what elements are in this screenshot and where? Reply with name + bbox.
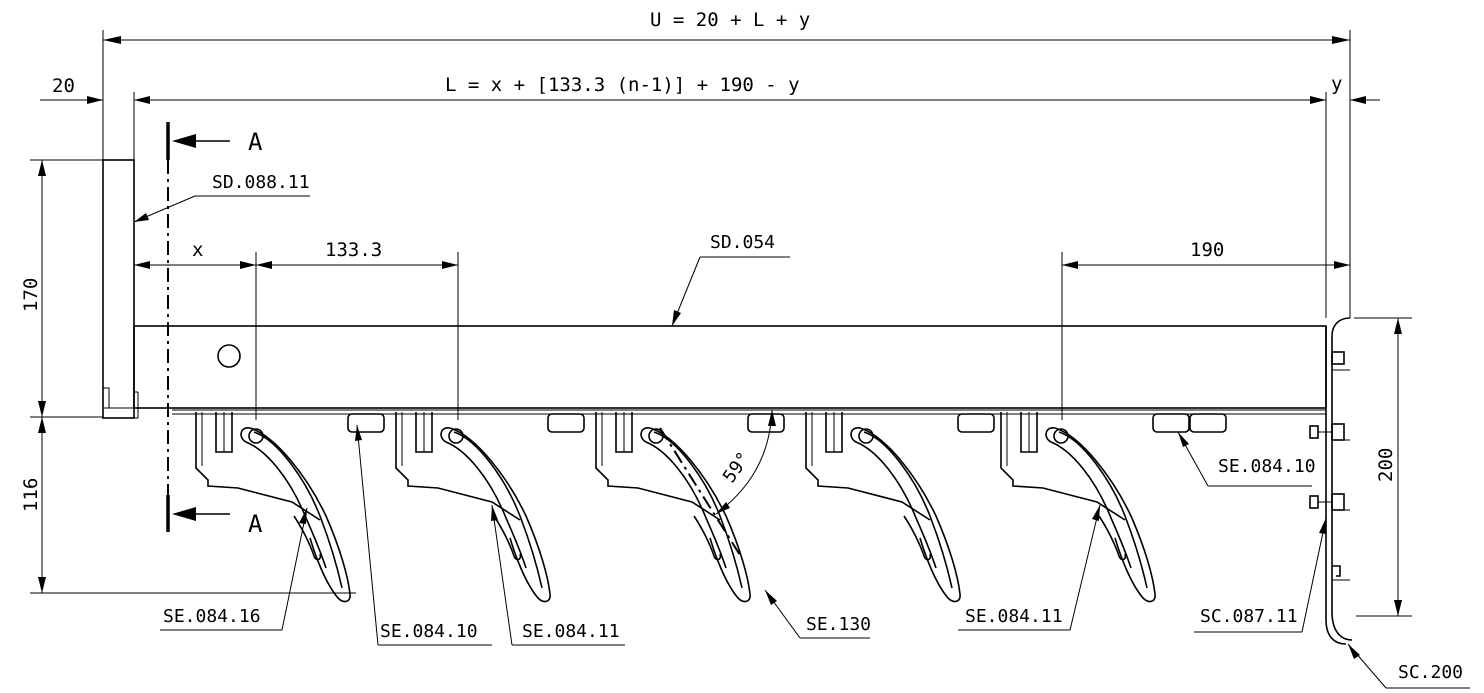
dimension-200: 200 bbox=[1354, 317, 1412, 617]
leader-sc-087-11: SC.087.11 bbox=[1194, 517, 1327, 633]
dimension-y: y bbox=[1325, 73, 1380, 318]
dim-pitch-label: 133.3 bbox=[325, 239, 382, 261]
side-channel bbox=[1309, 317, 1353, 645]
dim-190-label: 190 bbox=[1190, 239, 1224, 261]
hook-2 bbox=[379, 409, 589, 603]
leader-se-084-10-bottom: SE.084.10 bbox=[355, 424, 492, 646]
dimension-190: 190 bbox=[1061, 239, 1350, 420]
leader-sc-200: SC.200 bbox=[1347, 643, 1470, 689]
hook-4 bbox=[789, 409, 999, 603]
dimension-pitch: 133.3 bbox=[255, 239, 459, 420]
hook-5 bbox=[984, 409, 1194, 603]
leader-se-084-11-left: SE.084.11 bbox=[491, 504, 625, 646]
label-sd-054: SD.054 bbox=[710, 232, 775, 253]
bottom-rail bbox=[172, 409, 1326, 415]
extra-pad bbox=[1189, 413, 1227, 433]
dim-20-label: 20 bbox=[52, 75, 75, 97]
hook-3 bbox=[579, 409, 789, 603]
leader-se-084-16: SE.084.16 bbox=[160, 507, 308, 631]
dimension-116: 116 bbox=[20, 417, 356, 594]
overall-formula: U = 20 + L + y bbox=[650, 9, 810, 31]
end-plate bbox=[102, 159, 139, 419]
dimension-x: x bbox=[134, 239, 256, 269]
leader-se-084-11-right: SE.084.11 bbox=[958, 504, 1101, 631]
overall-dimension: U = 20 + L + y bbox=[102, 9, 1351, 318]
length-dimension: L = x + [133.3 (n-1)] + 190 - y bbox=[133, 74, 1326, 410]
label-se-084-11-right: SE.084.11 bbox=[965, 606, 1063, 627]
label-sc-087-11: SC.087.11 bbox=[1200, 606, 1298, 627]
section-label-top: A bbox=[248, 128, 263, 156]
dim-116-label: 116 bbox=[20, 478, 42, 512]
dim-200-label: 200 bbox=[1375, 448, 1397, 482]
dim-170-label: 170 bbox=[20, 278, 42, 312]
label-sc-200: SC.200 bbox=[1398, 662, 1463, 683]
label-se-130: SE.130 bbox=[806, 614, 871, 635]
label-se-084-16: SE.084.16 bbox=[163, 606, 261, 627]
beam-sd-054 bbox=[133, 325, 1327, 409]
leader-se-130: SE.130 bbox=[764, 589, 871, 639]
leader-sd-054: SD.054 bbox=[671, 232, 790, 327]
section-mark-top: A bbox=[166, 122, 263, 160]
angle-label: 59° bbox=[719, 448, 755, 487]
section-label-bottom: A bbox=[248, 510, 263, 538]
leader-se-084-10-right: SE.084.10 bbox=[1177, 431, 1316, 487]
label-sd-088-11: SD.088.11 bbox=[212, 172, 310, 193]
label-se-084-10-right: SE.084.10 bbox=[1218, 456, 1316, 477]
leader-sd-088-11: SD.088.11 bbox=[133, 172, 310, 223]
label-se-084-10-bottom: SE.084.10 bbox=[380, 621, 478, 642]
label-se-084-11-left: SE.084.11 bbox=[522, 621, 620, 642]
dim-x-label: x bbox=[192, 239, 203, 261]
dimension-170: 170 bbox=[20, 159, 103, 418]
section-mark-bottom: A bbox=[166, 495, 263, 538]
dim-y-label: y bbox=[1331, 73, 1342, 95]
length-formula: L = x + [133.3 (n-1)] + 190 - y bbox=[445, 74, 800, 96]
